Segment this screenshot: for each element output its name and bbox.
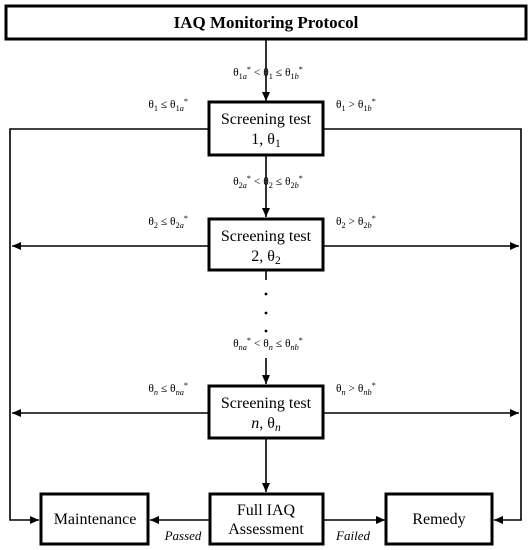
arrow-test1-to-remedy <box>323 128 522 524</box>
maintenance-box <box>39 492 150 546</box>
title-box <box>4 4 528 41</box>
condition-right-test-1: θ1 > θ1b* <box>336 97 376 113</box>
condition-left-test-2: θ2 ≤ θ2a* <box>148 214 188 230</box>
full-assessment-label-line1: Full IAQ <box>237 502 296 519</box>
full-assessment-label-line2: Assessment <box>228 521 304 538</box>
screening-test-2-label: Screening test <box>221 228 312 245</box>
ellipsis-dot <box>264 329 268 333</box>
screening-test-n-box <box>207 384 325 440</box>
condition-range-test-1: θ1a* < θ1 ≤ θ1b* <box>233 65 303 81</box>
screening-test-n-label: Screening test <box>221 395 312 412</box>
full-assessment-box <box>208 492 325 546</box>
condition-range-test-2: θ2a* < θ2 ≤ θ2b* <box>233 174 303 190</box>
passed-edge-label: Passed <box>164 528 202 543</box>
ellipsis-dot <box>264 292 268 296</box>
screening-test-n-index: n, θn <box>251 415 281 434</box>
ellipsis-dots <box>264 292 268 333</box>
ellipsis-dot <box>264 311 268 315</box>
screening-test-2-index: 2, θ2 <box>251 248 281 267</box>
condition-left-test-n: θn ≤ θna* <box>148 381 188 397</box>
condition-left-test-1: θ1 ≤ θ1a* <box>148 97 188 113</box>
maintenance-label: Maintenance <box>54 511 137 528</box>
diagram-title: IAQ Monitoring Protocol <box>174 13 359 32</box>
arrow-test1-to-maintenance <box>9 128 209 524</box>
connectors <box>9 39 522 524</box>
condition-right-test-n: θn > θnb* <box>336 381 376 397</box>
screening-test-2-box <box>207 217 325 272</box>
remedy-box <box>384 492 494 546</box>
remedy-label: Remedy <box>412 511 465 528</box>
screening-test-1-label: Screening test <box>221 111 312 128</box>
screening-test-1-box <box>207 100 325 157</box>
condition-range-test-n: θna* < θn ≤ θnb* <box>233 336 303 352</box>
failed-edge-label: Failed <box>335 528 370 543</box>
screening-test-1-index: 1, θ1 <box>251 131 281 150</box>
condition-right-test-2: θ2 > θ2b* <box>336 214 376 230</box>
